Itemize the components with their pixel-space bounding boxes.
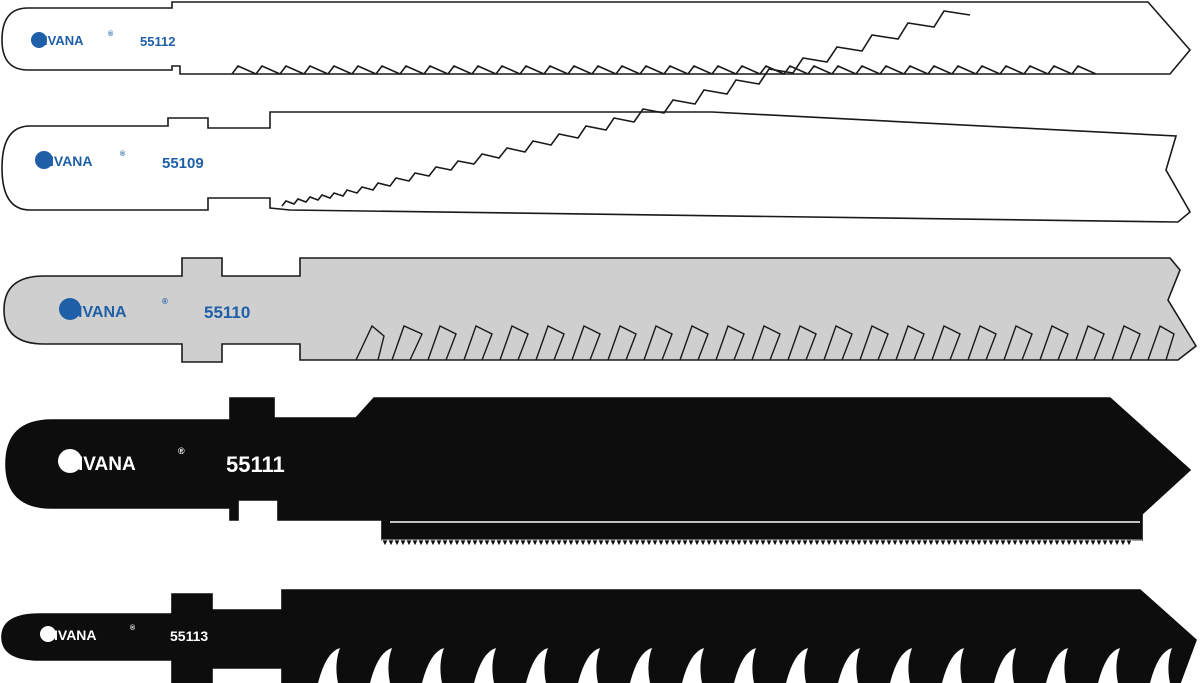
registered-mark: ®	[178, 446, 185, 456]
brand-name: IVANA	[50, 153, 93, 169]
blade-55109: IVANA ® 55109	[1, 10, 1192, 223]
registered-mark: ®	[162, 297, 168, 306]
model-code: 55110	[204, 303, 250, 322]
blade-55110: IVANA ® 55110	[3, 257, 1198, 363]
brand-logo-icon	[35, 151, 53, 169]
brand-logo-icon	[31, 32, 47, 48]
blade-teeth	[231, 65, 1097, 75]
model-code: 55112	[140, 34, 175, 49]
blade-body	[3, 257, 1198, 363]
registered-mark: ®	[120, 150, 126, 158]
registered-mark: ®	[108, 30, 114, 38]
blade-teeth	[281, 10, 971, 207]
brand-name: IVANA	[78, 304, 127, 321]
model-code: 55113	[170, 628, 208, 644]
blade-body	[5, 397, 1192, 541]
blade-body	[1, 1, 1192, 75]
brand-logo-icon	[59, 298, 81, 320]
blade-55113: IVANA ® 55113	[1, 589, 1197, 683]
model-code: 55111	[226, 452, 285, 477]
blade-body	[1, 589, 1197, 683]
brand-logo-icon	[58, 449, 82, 473]
model-code: 55109	[162, 155, 204, 172]
brand-logo-icon	[40, 626, 56, 642]
blade-teeth	[318, 648, 1172, 683]
blade-55112: IVANA ® 55112	[1, 1, 1192, 75]
blade-55111: IVANA ® 55111	[5, 397, 1192, 547]
brand-name: IVANA	[44, 33, 84, 48]
blade-body	[1, 111, 1192, 223]
brand-name: IVANA	[78, 454, 136, 475]
blade-teeth	[355, 324, 1175, 361]
registered-mark: ®	[130, 624, 136, 632]
brand-name: IVANA	[54, 627, 97, 643]
blade-teeth	[381, 539, 1142, 547]
